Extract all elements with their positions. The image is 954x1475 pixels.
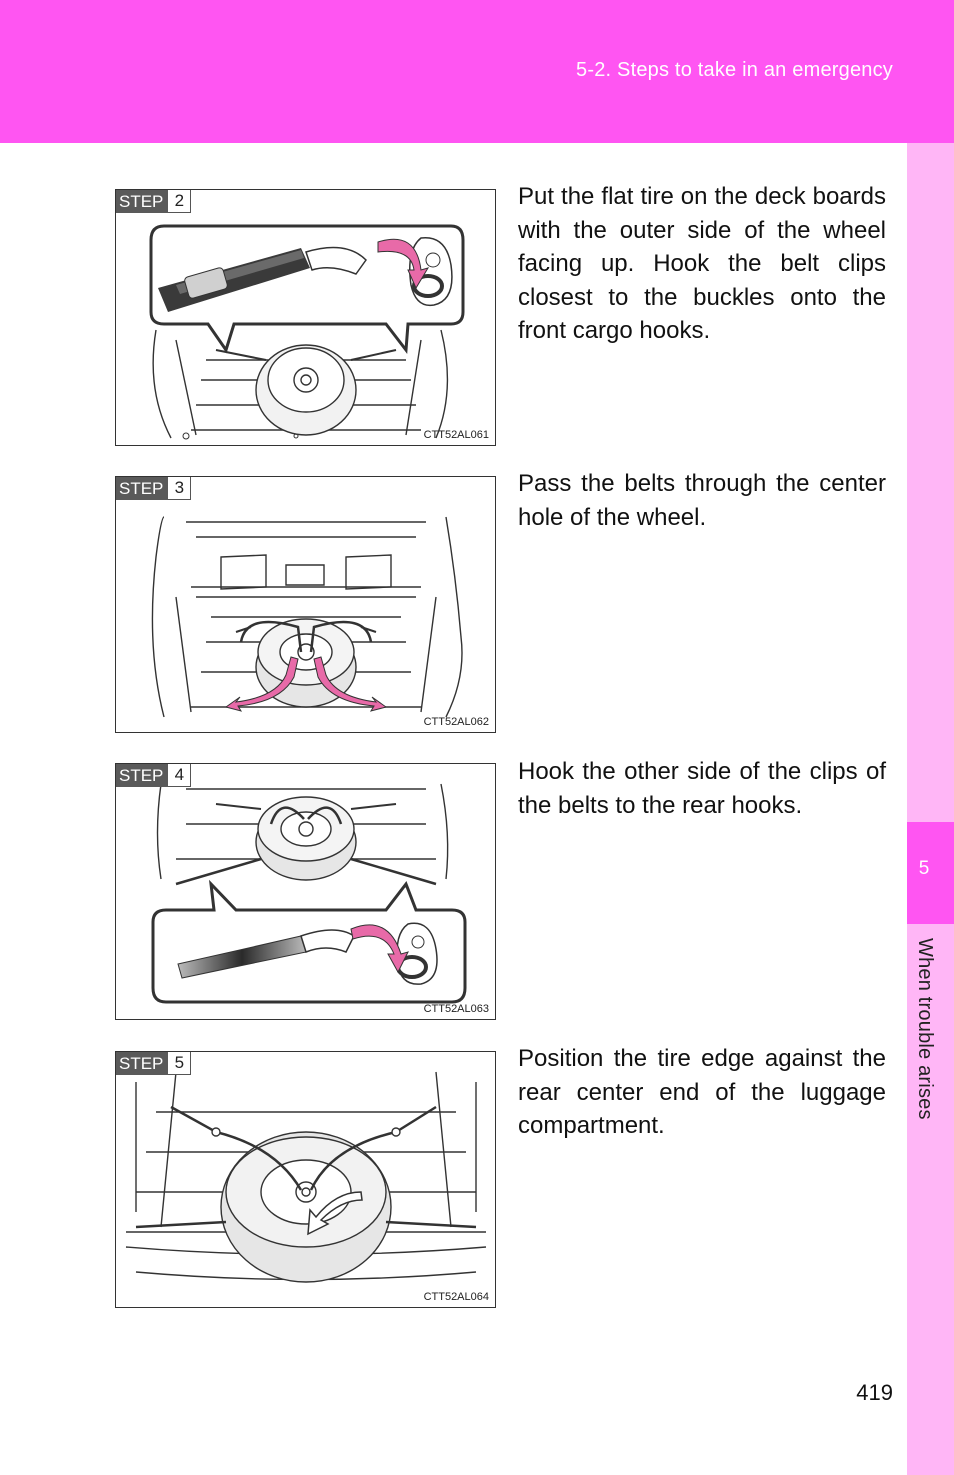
chapter-number: 5 xyxy=(918,858,930,879)
step-badge: STEP 5 xyxy=(116,1052,192,1075)
step-4-figure: STEP 4 CTT52AL063 xyxy=(115,763,496,1020)
figure-code: CTT52AL061 xyxy=(423,429,489,441)
step-5-text: Position the tire edge against the rear … xyxy=(518,1045,886,1140)
step-label: STEP xyxy=(116,764,169,787)
chapter-tab[interactable]: 5 xyxy=(907,822,954,924)
figure-code: CTT52AL064 xyxy=(423,1291,489,1303)
chapter-title: When trouble arises xyxy=(914,938,936,1120)
step-2-illustration xyxy=(149,224,465,440)
step-2-figure: STEP 2 CTT52AL061 xyxy=(115,189,496,446)
figure-code: CTT52AL063 xyxy=(423,1003,489,1015)
step-2-text: Put the flat tire on the deck boards wit… xyxy=(518,183,886,345)
step-badge: STEP 4 xyxy=(116,764,192,787)
step-3-illustration xyxy=(151,516,463,718)
step-3-figure: STEP 3 CTT52AL062 xyxy=(115,476,496,733)
step-badge: STEP 2 xyxy=(116,190,192,213)
step-4-illustration xyxy=(151,783,467,1004)
step-number: 4 xyxy=(168,764,192,787)
step-5-illustration xyxy=(125,1071,487,1283)
step-3-text: Pass the belts through the center hole o… xyxy=(518,470,886,531)
step-4-text: Hook the other side of the clips of the … xyxy=(518,758,886,819)
step-number: 3 xyxy=(168,477,192,500)
step-number: 2 xyxy=(168,190,192,213)
step-number: 5 xyxy=(168,1052,192,1075)
step-label: STEP xyxy=(116,190,169,213)
step-label: STEP xyxy=(116,477,169,500)
figure-code: CTT52AL062 xyxy=(423,716,489,728)
section-title: 5-2. Steps to take in an emergency xyxy=(576,59,893,81)
step-label: STEP xyxy=(116,1052,169,1075)
page-header: 5-2. Steps to take in an emergency xyxy=(0,0,954,143)
step-5-figure: STEP 5 CTT52AL064 xyxy=(115,1051,496,1308)
step-badge: STEP 3 xyxy=(116,477,192,500)
page-number: 419 xyxy=(856,1380,893,1405)
chapter-side-strip xyxy=(907,143,954,1475)
